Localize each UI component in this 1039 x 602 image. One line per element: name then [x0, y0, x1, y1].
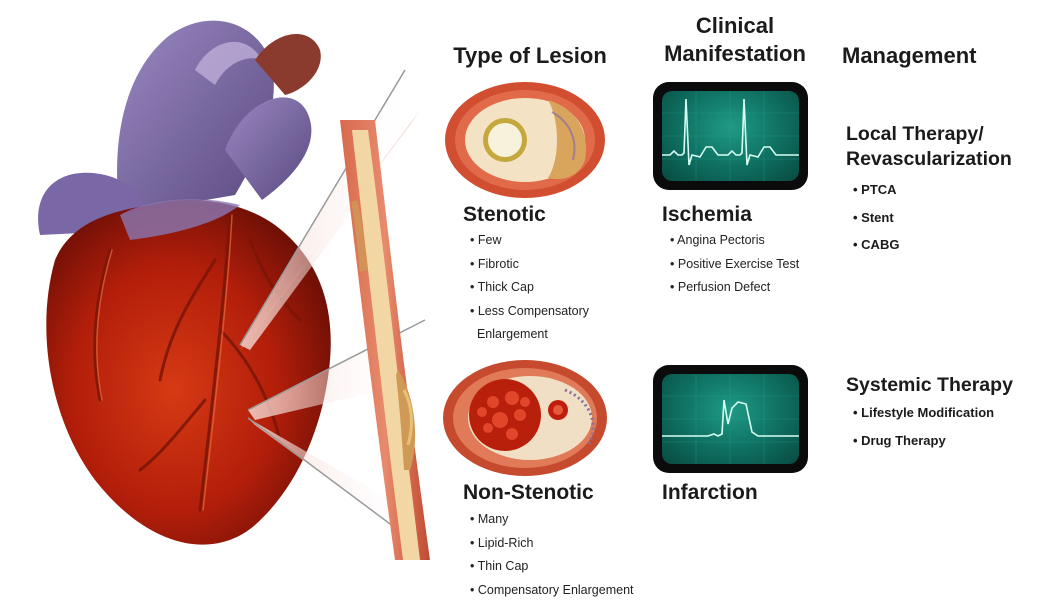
ischemia-bullets: Angina Pectoris Positive Exercise Test P… [670, 229, 799, 300]
infarction-title: Infarction [662, 481, 758, 505]
ecg-infarction-trace [662, 374, 799, 464]
non-stenotic-title: Non-Stenotic [463, 481, 594, 505]
ecg-ischemia-monitor [653, 82, 808, 190]
systemic-therapy-title: Systemic Therapy [846, 373, 1013, 398]
list-item: Stent [853, 204, 899, 232]
list-item: Lipid-Rich [470, 532, 634, 556]
list-item: Drug Therapy [853, 427, 994, 455]
ischemia-title: Ischemia [662, 203, 752, 227]
heart-illustration [46, 199, 330, 544]
list-item: Lifestyle Modification [853, 399, 994, 427]
non-stenotic-bullets: Many Lipid-Rich Thin Cap Compensatory En… [470, 508, 634, 602]
stenotic-lesion-cross-section [445, 82, 605, 198]
ecg-infarction-monitor [653, 365, 808, 473]
systemic-therapy-bullets: Lifestyle Modification Drug Therapy [853, 399, 994, 454]
list-item: Positive Exercise Test [670, 253, 799, 277]
stenotic-title: Stenotic [463, 203, 546, 227]
list-item: Perfusion Defect [670, 276, 799, 300]
local-therapy-title-line1: Local Therapy/ [846, 122, 984, 147]
list-item: CABG [853, 231, 899, 259]
ecg-ischemia-trace [662, 91, 799, 181]
local-therapy-title-line2: Revascularization [846, 147, 1012, 172]
list-item: Many [470, 508, 634, 532]
header-management: Management [842, 42, 1022, 70]
local-therapy-bullets: PTCA Stent CABG [853, 176, 899, 259]
list-item: Thick Cap [470, 276, 589, 300]
list-item: Fibrotic [470, 253, 589, 277]
list-item: Compensatory Enlargement [470, 579, 634, 602]
list-item: Less Compensatory [470, 300, 589, 324]
header-clinical-manifestation: Clinical Manifestation [645, 12, 825, 68]
list-item: Few [470, 229, 589, 253]
list-item: Thin Cap [470, 555, 634, 579]
list-item: PTCA [853, 176, 899, 204]
list-item-continuation: Enlargement [470, 323, 589, 347]
header-type-of-lesion: Type of Lesion [440, 42, 620, 70]
non-stenotic-lesion-cross-section [443, 360, 607, 476]
list-item: Angina Pectoris [670, 229, 799, 253]
stenotic-bullets: Few Fibrotic Thick Cap Less Compensatory… [470, 229, 589, 347]
